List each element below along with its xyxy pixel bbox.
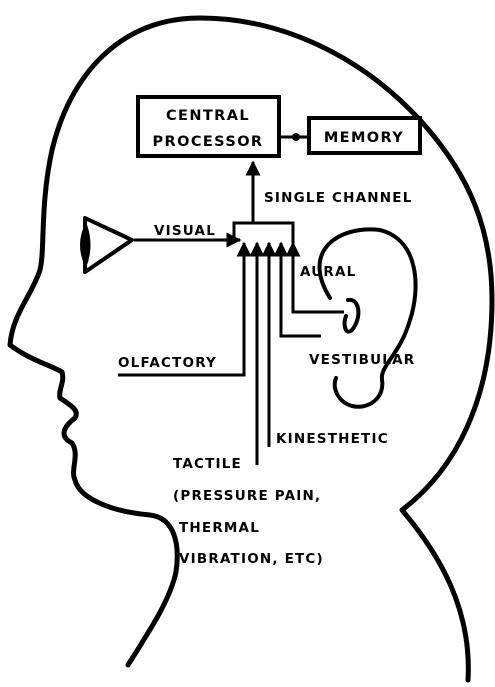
tactile-label: TACTILE [173,456,242,472]
vestibular-line [281,243,321,336]
tactile-detail-3: VIBRATION, ETC) [179,551,324,567]
single-channel-label: SINGLE CHANNEL [264,190,413,206]
ear-outline [320,229,416,406]
tactile-detail-1: (PRESSURE PAIN, [173,488,321,504]
tactile-detail-2: THERMAL [179,520,260,536]
kinesthetic-label: KINESTHETIC [276,431,389,447]
aural-label: AURAL [300,264,356,280]
processor-memory-node [292,133,300,141]
eye-icon [85,218,132,272]
ear-canal [345,300,359,332]
visual-label: VISUAL [154,223,216,239]
central-processor-label-1: CENTRAL [166,108,250,124]
vestibular-label: VESTIBULAR [309,352,415,368]
pupil-icon [80,222,91,268]
channel-junction [234,223,293,243]
memory-label: MEMORY [324,130,404,146]
central-processor-label-2: PROCESSOR [153,134,264,150]
olfactory-label: OLFACTORY [118,355,217,371]
